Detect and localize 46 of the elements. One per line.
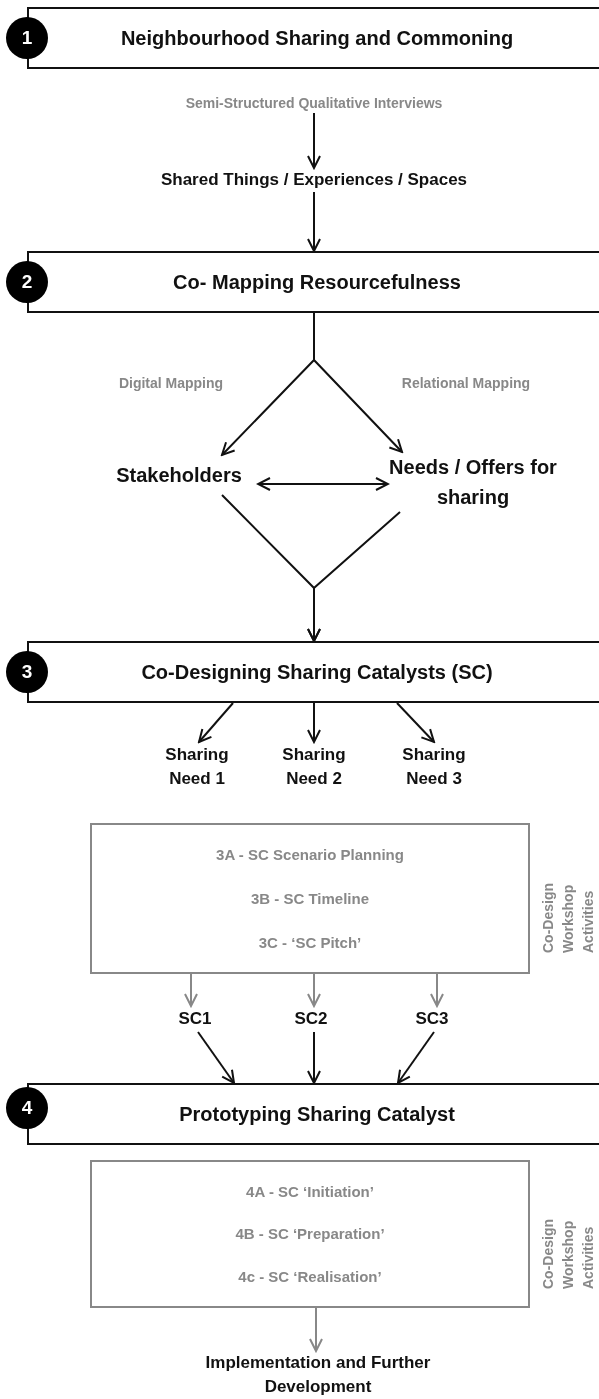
double-arrow [257,477,389,491]
arrow [198,702,234,743]
activity-item: 4B - SC ‘Preparation’ [235,1225,385,1243]
stage-title: Co- Mapping Resourcefulness [173,270,461,294]
arrow [307,191,321,252]
arrow [307,973,321,1007]
outcome-label: Implementation and Further Development [168,1351,468,1399]
outcome-label: Sharing Need 2 [262,742,366,792]
side-note: Co-Design Workshop Activities [539,882,597,953]
step-number-badge: 3 [6,651,48,693]
arrow [397,1031,435,1084]
edge-label: Digital Mapping [116,375,226,391]
arrow [184,973,198,1007]
step-number-badge: 2 [6,261,48,303]
outcome-label: Sharing Need 1 [145,742,249,792]
arrow [307,702,321,743]
outcome-label: SC2 [281,1006,341,1032]
activity-item: 4A - SC ‘Initiation’ [246,1182,374,1200]
arrow [307,112,321,169]
outcome-label: SC3 [402,1006,462,1032]
method-label: Semi-Structured Qualitative Interviews [130,93,498,113]
stage-title: Co-Designing Sharing Catalysts (SC) [141,660,493,684]
step-number-badge: 1 [6,17,48,59]
activity-item: 3B - SC Timeline [250,890,370,907]
outcome-label: Shared Things / Experiences / Spaces [110,168,518,192]
activity-panel [90,1160,530,1308]
stage-title: Prototyping Sharing Catalyst [179,1102,455,1126]
arrow [313,312,403,453]
arrow [430,973,444,1007]
edge-label: Relational Mapping [399,375,533,391]
arrow [197,1031,235,1084]
arrow [396,702,435,743]
outcome-label: Stakeholders [100,455,258,495]
step-number-badge: 4 [6,1087,48,1129]
outcome-label: Sharing Need 3 [382,742,486,792]
arrow [307,511,401,642]
outcome-label: Needs / Offers for sharing [388,452,558,512]
arrow [309,1307,323,1352]
stage-title: Neighbourhood Sharing and Commoning [120,26,514,50]
activity-item: 4c - SC ‘Realisation’ [238,1268,382,1286]
activity-item: 3C - ‘SC Pitch’ [258,933,362,951]
outcome-label: SC1 [165,1006,225,1032]
activity-panel [90,823,530,974]
side-note: Co-Design Workshop Activities [539,1218,597,1289]
activity-item: 3A - SC Scenario Planning [216,846,404,864]
arrow [307,1031,321,1084]
